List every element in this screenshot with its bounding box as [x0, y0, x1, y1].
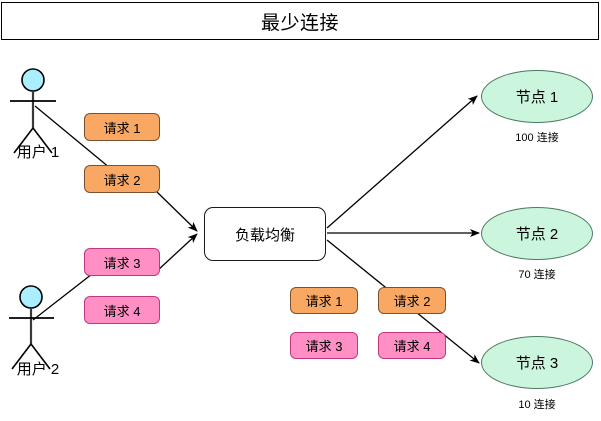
request-box-user1-1[interactable]: 请求 1 — [84, 113, 160, 141]
request-box-user2-2[interactable]: 请求 4 — [84, 296, 160, 324]
arrow-user2-to-balancer — [156, 233, 198, 272]
queue-item-1[interactable]: 请求 1 — [290, 287, 358, 314]
actor-figure-user-2 — [9, 285, 54, 370]
queue-item-3[interactable]: 请求 3 — [290, 332, 358, 359]
request-box-user2-1[interactable]: 请求 3 — [84, 248, 160, 276]
arrow-user1-to-balancer — [156, 191, 198, 232]
server-node-3[interactable]: 节点 3 — [481, 336, 593, 389]
page-title: 最少连接 — [260, 12, 339, 34]
server-node-1[interactable]: 节点 1 — [481, 70, 593, 123]
title-bar: 最少连接 — [1, 2, 599, 40]
load-balancer-node[interactable]: 负载均衡 — [204, 207, 326, 261]
actor-figure-user-1 — [10, 68, 56, 154]
link-user1-to-request — [34, 105, 111, 169]
request-box-user1-2[interactable]: 请求 2 — [84, 165, 160, 193]
arrow-balancer-to-node-1 — [326, 95, 478, 229]
queue-item-2[interactable]: 请求 2 — [378, 287, 446, 314]
server-node-2[interactable]: 节点 2 — [481, 207, 593, 260]
queue-item-4[interactable]: 请求 4 — [378, 332, 446, 359]
